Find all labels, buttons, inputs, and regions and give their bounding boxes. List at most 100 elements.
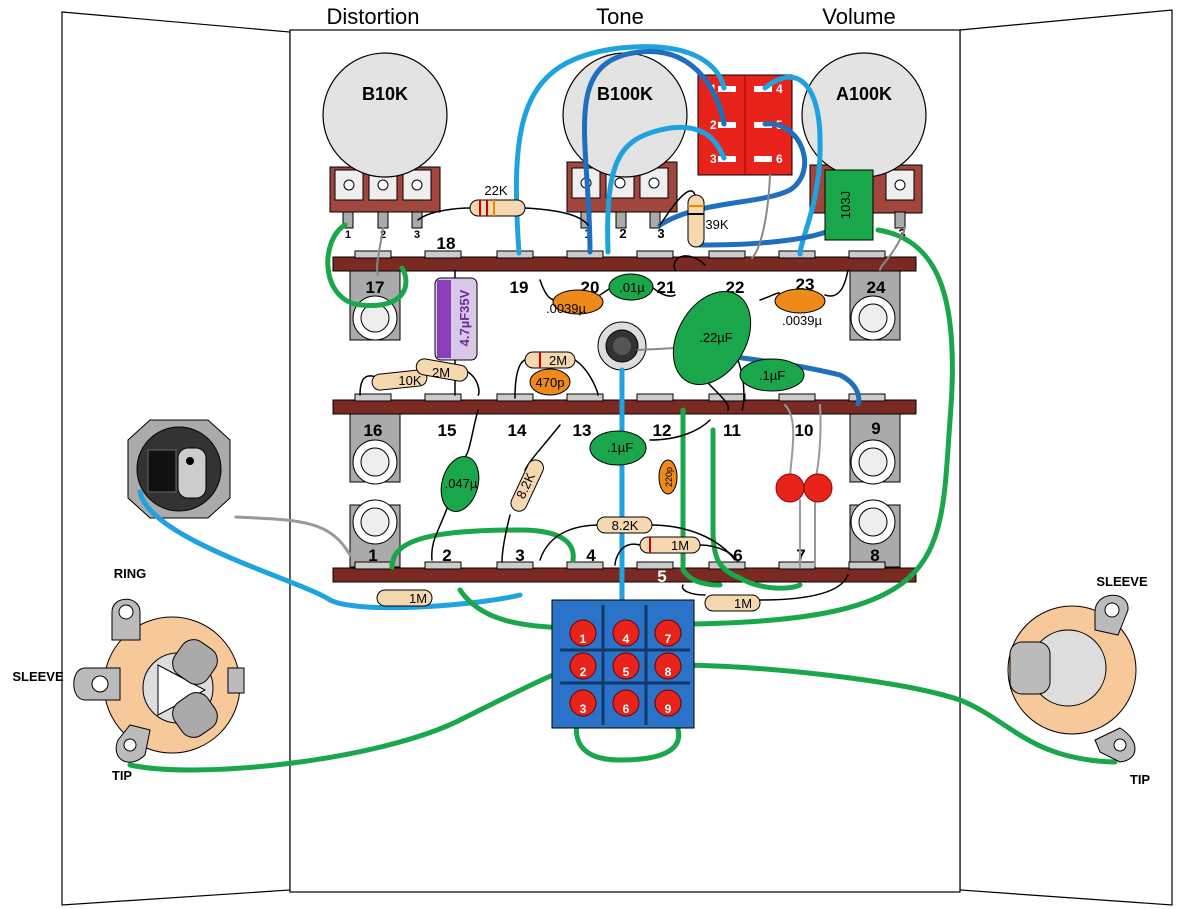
capacitors [434,169,874,512]
pad-5: 5 [657,567,666,586]
cap-220p-label: 220p [664,467,674,487]
pad-16: 16 [364,421,383,440]
resistor-8k2-b [596,516,653,534]
r-1m-b-label: 1M [409,591,427,606]
pot-distortion-label: B10K [362,84,408,104]
pad-13: 13 [573,421,592,440]
left-tip-label: TIP [112,768,133,783]
resistor-2m-b [524,351,576,369]
pad-21: 21 [657,278,676,297]
pad-17: 17 [366,278,385,297]
pad-19: 19 [510,278,529,297]
cap-22-label: .22µF [699,330,733,345]
cap-103j [824,169,874,241]
3pdt-lug-2: 2 [580,665,587,679]
pad-14: 14 [508,421,527,440]
tone-header: Tone [596,4,644,29]
pot-distortion-pin-1: 1 [345,229,351,241]
cap-01 [608,273,654,301]
dc-socket [597,321,647,371]
cap-0039-a-label: .0039µ [546,301,587,316]
pad-12: 12 [653,421,672,440]
left-sleeve-label: SLEEVE [12,669,64,684]
resistors [371,194,761,612]
cap-220p [658,459,678,495]
r-1m-a-label: 1M [671,538,689,553]
cap-electrolytic-stripe [437,280,451,358]
3pdt-lug-6: 6 [623,702,630,716]
cap-22 [672,290,752,386]
right-tip-label: TIP [1130,772,1151,787]
pad-8: 8 [870,546,879,565]
3pdt-lug-9: 9 [665,702,672,716]
cap-470p-label: 470p [536,375,565,390]
cap-103j-label: 103J [838,191,853,219]
pot-distortion-pin-2: 2 [380,229,386,241]
pad-2: 2 [442,546,451,565]
pot-volume-label: A100K [836,84,892,104]
pot-tone [562,52,688,229]
resistor-39k [687,194,705,248]
r-10k-label: 10K [398,373,421,388]
cap-0039-b-label: .0039µ [782,313,823,328]
cap-1-b [589,430,647,466]
pad-18: 18 [437,234,456,253]
r-2m-b-label: 2M [549,353,567,368]
pad-24: 24 [867,278,886,297]
3pdt-lug-1: 1 [580,632,587,646]
cap-01-label: .01µ [619,280,645,295]
r-2m-a-label: 2M [432,365,450,380]
dpdt-lug-4: 4 [776,82,783,96]
input-jack-left [73,598,245,763]
output-jack-right [1007,594,1137,763]
distortion-header: Distortion [327,4,420,29]
pad-numbers: 17 18 19 20 21 22 23 24 16 15 14 13 12 1… [364,234,886,586]
r-39k-label: 39K [705,217,728,232]
dpdt-lug-3: 3 [710,152,717,166]
resistor-2m-a [415,358,469,382]
cap-electrolytic-label: 4.7µF35V [457,289,472,346]
pot-tone-pin-2: 2 [619,226,626,241]
pad-10: 10 [795,421,814,440]
pad-3: 3 [515,546,524,565]
pad-4: 4 [586,546,596,565]
3pdt-switch [551,599,695,729]
resistor-1m-a [639,536,701,554]
cap-1-a-label: .1µF [759,368,785,383]
pad-15: 15 [438,421,457,440]
r-8k2-b-label: 8.2K [612,518,639,533]
left-ring-label: RING [114,566,147,581]
pad-6: 6 [733,546,742,565]
resistor-22k [469,199,526,217]
r-22k-label: 22K [484,183,507,198]
3pdt-lug-7: 7 [665,632,672,646]
pot-tone-pin-3: 3 [657,226,664,241]
3pdt-lug-4: 4 [623,632,630,646]
cap-0039-a [552,289,604,315]
pad-9: 9 [871,419,880,438]
r-1m-c-label: 1M [734,596,752,611]
resistor-8k2-a [510,459,544,512]
cap-1-b-label: .1µF [607,440,633,455]
3pdt-lug-3: 3 [580,702,587,716]
3pdt-lug-8: 8 [665,665,672,679]
3pdt-lug-5: 5 [623,665,630,679]
cap-470p [529,368,571,396]
resistor-1m-c [704,594,761,612]
dpdt-lug-6: 6 [776,152,783,166]
dpdt-lug-2: 2 [710,118,717,132]
cap-047 [440,456,480,512]
pad-1: 1 [368,546,377,565]
pot-distortion [322,52,448,229]
resistor-10k [371,369,428,391]
leds [775,473,833,503]
cap-1-a [739,358,805,392]
pot-distortion-pin-3: 3 [414,229,420,241]
pad-11: 11 [723,421,741,440]
volume-header: Volume [822,4,895,29]
cap-0039-b [774,288,826,314]
pot-tone-label: B100K [597,84,653,104]
dc-jack-left [127,419,231,519]
